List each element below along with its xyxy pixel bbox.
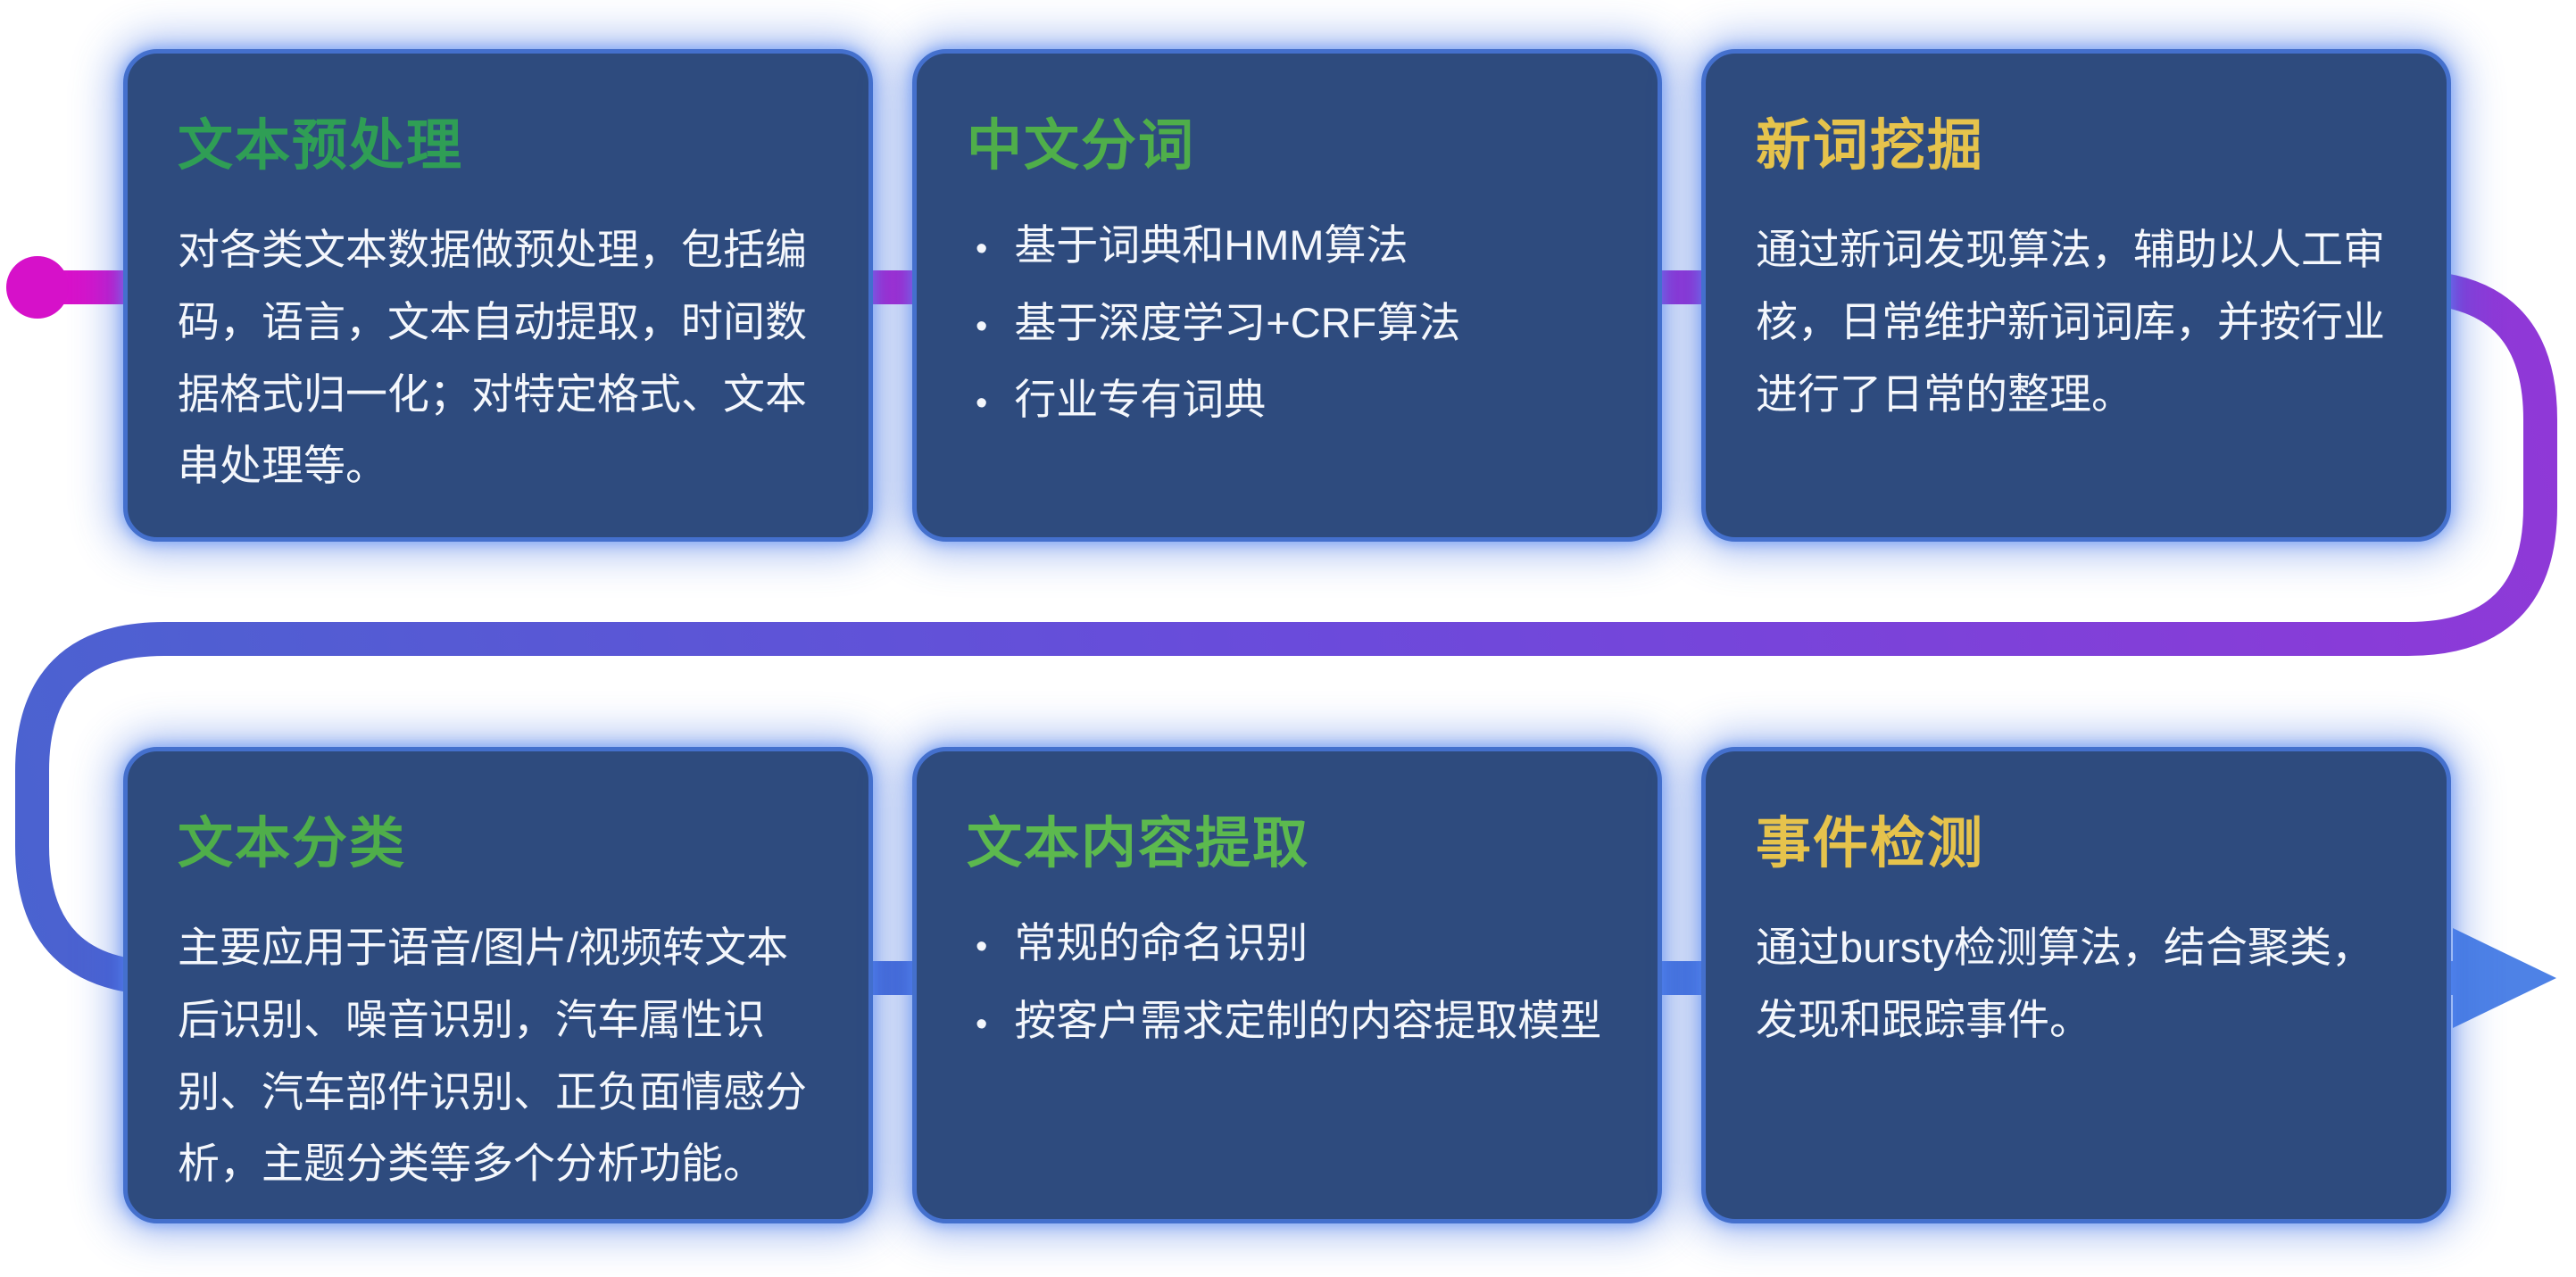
flow-end-arrow-icon bbox=[2453, 928, 2556, 1028]
card-new-word-mining: 新词挖掘 通过新词发现算法，辅助以人工审核，日常维护新词词库，并按行业进行了日常… bbox=[1701, 49, 2451, 542]
card-text-preprocessing: 文本预处理 对各类文本数据做预处理，包括编码，语言，文本自动提取，时间数据格式归… bbox=[123, 49, 873, 542]
row-bottom: 文本分类 主要应用于语音/图片/视频转文本后识别、噪音识别，汽车属性识别、汽车部… bbox=[123, 747, 2451, 1223]
bullet-icon: • bbox=[976, 307, 988, 345]
flow-start-dot bbox=[6, 256, 69, 319]
card-title: 事件检测 bbox=[1756, 813, 1985, 875]
card-title: 文本预处理 bbox=[178, 115, 464, 177]
card-body: 对各类文本数据做预处理，包括编码，语言，文本自动提取，时间数据格式归一化；对特定… bbox=[178, 226, 807, 490]
bullet-icon: • bbox=[976, 230, 988, 268]
list-item: • 基于词典和HMM算法 bbox=[967, 214, 1608, 278]
flow-line-return-curve bbox=[15, 270, 2557, 995]
card-title: 文本内容提取 bbox=[967, 813, 1310, 875]
card-body: 通过新词发现算法，辅助以人工审核，日常维护新词词库，并按行业进行了日常的整理。 bbox=[1756, 226, 2385, 418]
card-title: 中文分词 bbox=[967, 115, 1196, 177]
list-item: • 按客户需求定制的内容提取模型 bbox=[967, 990, 1608, 1053]
card-title: 新词挖掘 bbox=[1756, 115, 1985, 177]
card-title: 文本分类 bbox=[178, 813, 407, 875]
bullet-text: 按客户需求定制的内容提取模型 bbox=[1014, 996, 1602, 1044]
list-item: • 基于深度学习+CRF算法 bbox=[967, 292, 1608, 355]
card-text-content-extraction: 文本内容提取 • 常规的命名识别 • 按客户需求定制的内容提取模型 bbox=[912, 747, 1662, 1223]
card-bullet-list: • 基于词典和HMM算法 • 基于深度学习+CRF算法 • 行业专有词典 bbox=[967, 214, 1608, 432]
bullet-icon: • bbox=[976, 385, 988, 422]
card-bullet-list: • 常规的命名识别 • 按客户需求定制的内容提取模型 bbox=[967, 912, 1608, 1052]
card-body: 主要应用于语音/图片/视频转文本后识别、噪音识别，汽车属性识别、汽车部件识别、正… bbox=[178, 924, 807, 1188]
card-event-detection: 事件检测 通过bursty检测算法，结合聚类，发现和跟踪事件。 bbox=[1701, 747, 2451, 1223]
list-item: • 行业专有词典 bbox=[967, 369, 1608, 432]
bullet-text: 行业专有词典 bbox=[1014, 376, 1267, 423]
row-top: 文本预处理 对各类文本数据做预处理，包括编码，语言，文本自动提取，时间数据格式归… bbox=[123, 49, 2451, 542]
card-text-classification: 文本分类 主要应用于语音/图片/视频转文本后识别、噪音识别，汽车属性识别、汽车部… bbox=[123, 747, 873, 1223]
bullet-text: 基于深度学习+CRF算法 bbox=[1014, 298, 1461, 346]
bullet-icon: • bbox=[976, 1005, 988, 1043]
bullet-text: 常规的命名识别 bbox=[1014, 919, 1309, 966]
card-chinese-word-segmentation: 中文分词 • 基于词典和HMM算法 • 基于深度学习+CRF算法 • 行业专有词… bbox=[912, 49, 1662, 542]
card-body: 通过bursty检测算法，结合聚类，发现和跟踪事件。 bbox=[1756, 924, 2373, 1043]
list-item: • 常规的命名识别 bbox=[967, 912, 1608, 975]
bullet-icon: • bbox=[976, 928, 988, 966]
bullet-text: 基于词典和HMM算法 bbox=[1014, 221, 1408, 269]
